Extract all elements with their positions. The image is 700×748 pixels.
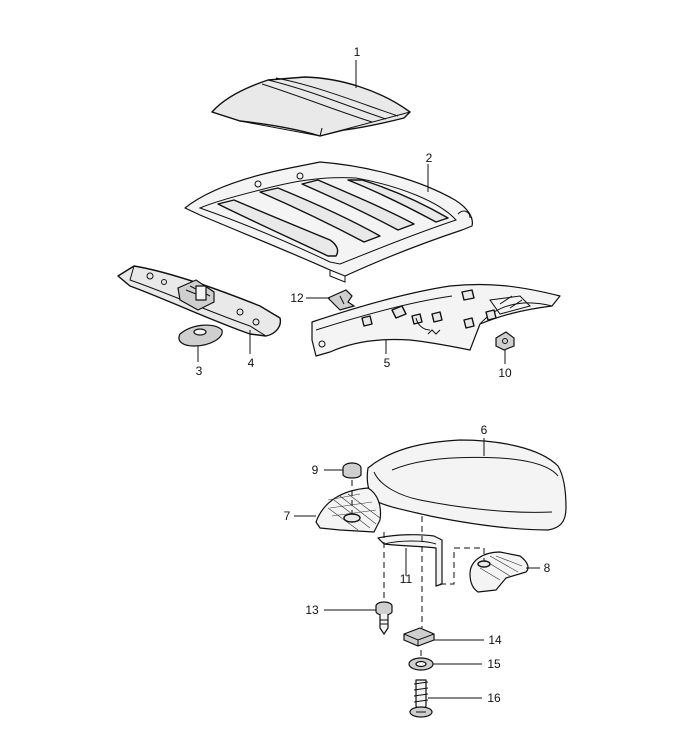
callouts: 1 2 3 4 5 6 7 8 9 10 11 12 13 14 15 16 — [196, 45, 551, 705]
callout-12: 12 — [290, 291, 304, 305]
callout-4: 4 — [248, 356, 255, 370]
callout-15: 15 — [487, 657, 501, 671]
part-8-right-end-cap[interactable] — [469, 551, 529, 593]
part-13-stud[interactable] — [375, 601, 393, 635]
part-4-lock-rail[interactable] — [117, 265, 282, 337]
callout-10: 10 — [498, 366, 512, 380]
part-9-cap[interactable] — [342, 462, 362, 479]
part-11-bracket[interactable] — [377, 534, 443, 587]
callout-11: 11 — [400, 572, 413, 586]
callout-5: 5 — [384, 356, 391, 370]
part-14-clip-nut[interactable] — [403, 627, 435, 647]
callout-2: 2 — [426, 151, 433, 165]
callout-3: 3 — [196, 364, 203, 378]
callout-1: 1 — [354, 45, 361, 59]
callout-14: 14 — [488, 633, 502, 647]
callout-6: 6 — [481, 423, 488, 437]
part-12-clip[interactable] — [326, 289, 356, 311]
callout-13: 13 — [305, 603, 319, 617]
callout-8: 8 — [544, 561, 551, 575]
part-2-roof-frame[interactable] — [184, 161, 473, 283]
callout-7: 7 — [284, 509, 291, 523]
part-1-roof-panel[interactable] — [211, 76, 411, 137]
part-6-rear-shelf-cover[interactable] — [366, 439, 567, 531]
part-5-rear-bow-trim[interactable] — [311, 283, 561, 357]
part-16-screw[interactable] — [409, 679, 433, 718]
callout-9: 9 — [312, 463, 319, 477]
part-7-left-end-cap[interactable] — [315, 487, 382, 533]
callout-16: 16 — [487, 691, 501, 705]
part-15-washer[interactable] — [408, 657, 434, 671]
leader-lines — [197, 60, 540, 699]
assembly-lines — [351, 480, 485, 656]
part-10-clip[interactable] — [495, 331, 515, 351]
part-3-pad[interactable] — [178, 324, 223, 347]
